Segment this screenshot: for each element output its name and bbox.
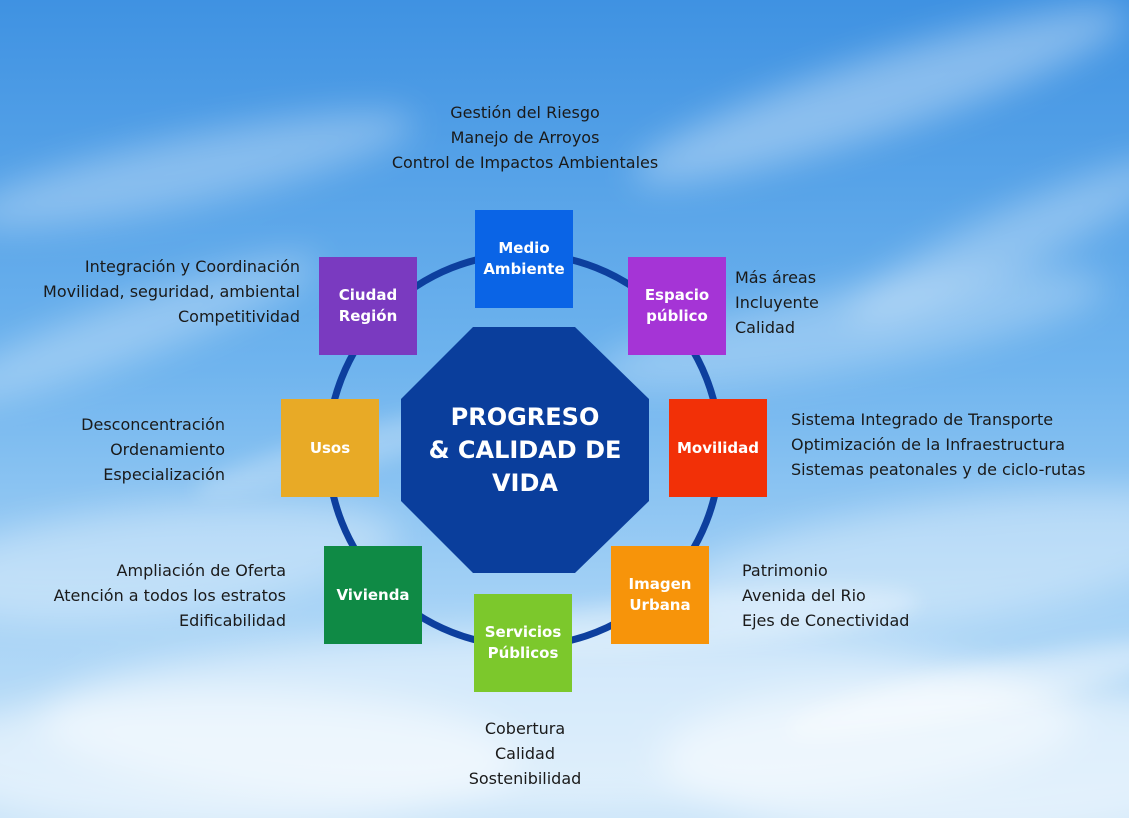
node-movilidad[interactable]: Movilidad xyxy=(669,399,767,497)
node-vivienda[interactable]: Vivienda xyxy=(324,546,422,644)
node-medio-ambiente[interactable]: Medio Ambiente xyxy=(475,210,573,308)
desc-item: Desconcentración xyxy=(81,415,225,434)
desc-item: Sostenibilidad xyxy=(468,769,582,788)
desc-item: Calidad xyxy=(735,318,795,337)
desc-item: Control de Impactos Ambientales xyxy=(391,153,659,172)
desc-item: Edificabilidad xyxy=(179,611,286,630)
desc-item: Atención a todos los estratos xyxy=(53,586,286,605)
desc-item: Gestión del Riesgo xyxy=(450,103,600,122)
desc-item: Ordenamiento xyxy=(110,440,225,459)
desc-espacio-publico: Más áreas Incluyente Calidad xyxy=(735,265,819,340)
desc-medio-ambiente: Gestión del Riesgo Manejo de Arroyos Con… xyxy=(380,100,670,175)
node-servicios-publicos[interactable]: Servicios Públicos xyxy=(474,594,572,692)
node-imagen-urbana[interactable]: Imagen Urbana xyxy=(611,546,709,644)
desc-item: Sistemas peatonales y de ciclo-rutas xyxy=(791,460,1086,479)
desc-ciudad-region: Integración y Coordinación Movilidad, se… xyxy=(43,254,300,329)
desc-item: Más áreas xyxy=(735,268,817,287)
node-usos[interactable]: Usos xyxy=(281,399,379,497)
node-espacio-publico[interactable]: Espacio público xyxy=(628,257,726,355)
desc-item: Ampliación de Oferta xyxy=(116,561,286,580)
desc-item: Calidad xyxy=(495,744,555,763)
desc-movilidad: Sistema Integrado de Transporte Optimiza… xyxy=(791,407,1086,482)
desc-item: Patrimonio xyxy=(742,561,828,580)
desc-usos: Desconcentración Ordenamiento Especializ… xyxy=(81,412,225,487)
center-title: PROGRESO & CALIDAD DE VIDA xyxy=(428,402,622,497)
desc-item: Ejes de Conectividad xyxy=(742,611,910,630)
desc-item: Especialización xyxy=(103,465,225,484)
center-octagon xyxy=(401,327,649,573)
desc-imagen-urbana: Patrimonio Avenida del Rio Ejes de Conec… xyxy=(742,558,909,633)
desc-item: Integración y Coordinación xyxy=(84,257,300,276)
desc-item: Cobertura xyxy=(484,719,566,738)
desc-item: Manejo de Arroyos xyxy=(450,128,600,147)
desc-servicios-publicos: Cobertura Calidad Sostenibilidad xyxy=(430,716,620,791)
desc-item: Incluyente xyxy=(735,293,819,312)
node-ciudad-region[interactable]: Ciudad Región xyxy=(319,257,417,355)
desc-item: Competitividad xyxy=(177,307,300,326)
desc-item: Sistema Integrado de Transporte xyxy=(791,410,1054,429)
desc-vivienda: Ampliación de Oferta Atención a todos lo… xyxy=(54,558,286,633)
desc-item: Movilidad, seguridad, ambiental xyxy=(43,282,300,301)
desc-item: Avenida del Rio xyxy=(742,586,866,605)
desc-item: Optimización de la Infraestructura xyxy=(791,435,1066,454)
